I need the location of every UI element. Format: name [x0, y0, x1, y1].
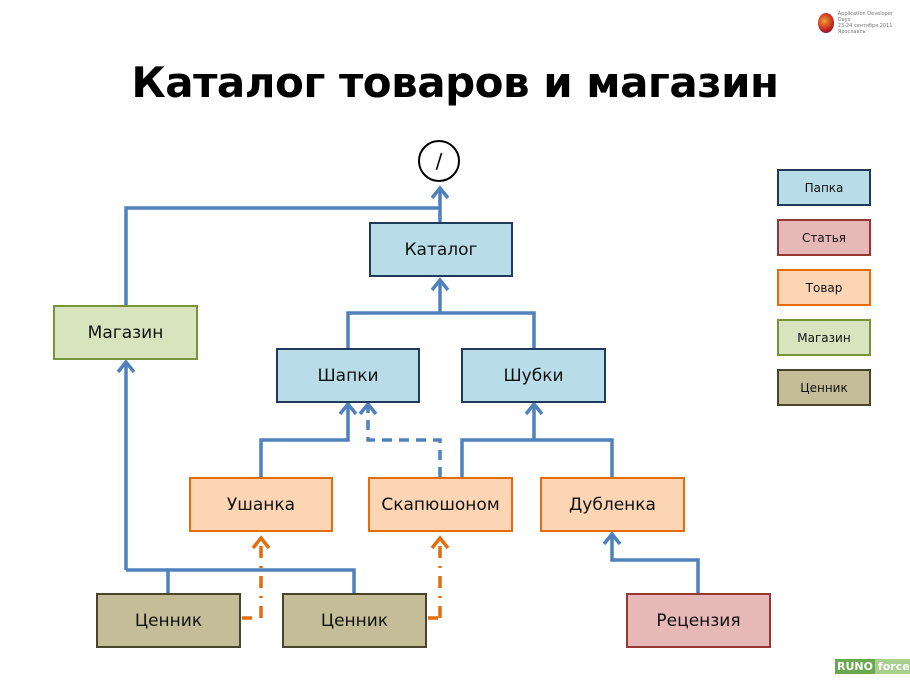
node-sheepskin[interactable]: Дубленка [540, 477, 685, 532]
node-shop[interactable]: Магазин [53, 305, 198, 360]
node-coats[interactable]: Шубки [461, 348, 606, 403]
link-products-coats [460, 438, 614, 477]
link-prices-shop [166, 568, 356, 593]
event-logo-line2: 23-24 сентября 2011 Ярославль [837, 23, 893, 35]
sponsor-logo: RUNO force [835, 657, 910, 675]
event-logo: Application Developer Days 23-24 сентябр… [818, 8, 904, 38]
link-review-sheepskin [610, 534, 700, 593]
node-hats[interactable]: Шапки [276, 348, 420, 403]
link-ushanka-hats [259, 404, 350, 477]
node-hood[interactable]: Скапюшоном [368, 477, 513, 532]
node-review[interactable]: Рецензия [626, 593, 771, 648]
node-price-1[interactable]: Ценник [96, 593, 241, 648]
event-logo-line1: Application Developer Days [837, 11, 893, 23]
logo-ball-icon [818, 13, 834, 33]
node-price-2[interactable]: Ценник [282, 593, 427, 648]
legend-item-article: Статья [777, 219, 871, 256]
link-hats-catalog [346, 311, 536, 348]
node-catalog[interactable]: Каталог [369, 222, 513, 277]
node-ushanka[interactable]: Ушанка [189, 477, 333, 532]
root-node[interactable]: / [418, 140, 460, 182]
legend-item-price: Ценник [777, 369, 871, 406]
legend-item-shop: Магазин [777, 319, 871, 356]
sponsor-logo-part2: force [874, 658, 910, 674]
legend-item-product: Товар [777, 269, 871, 306]
legend-item-folder: Папка [777, 169, 871, 206]
sponsor-logo-part1: RUNO [835, 658, 875, 674]
link-shop-root [124, 206, 440, 305]
link-hood-hats [366, 404, 442, 477]
slide-title: Каталог товаров и магазин [131, 58, 779, 107]
